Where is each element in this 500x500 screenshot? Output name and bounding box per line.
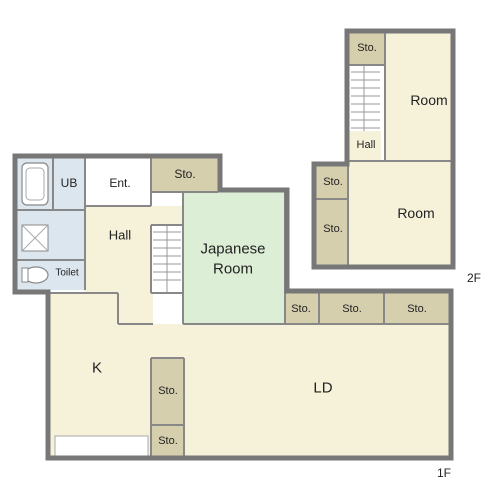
room-2f-lower [349,161,451,265]
storage-1f-ld-1 [151,358,184,424]
floor-1: UB Toilet Ent. Sto. Hall Japanese Room K… [12,153,454,480]
storage-1f-r2 [319,293,384,324]
room-2f-upper [385,33,451,161]
toilet-tank [21,267,29,283]
storage-1f-r3 [384,293,449,324]
toilet-label: Toilet [55,268,79,279]
hall-2f [349,131,381,161]
stairs-1f-treads [153,225,181,293]
japanese-room-label-line1: Japanese [200,241,265,258]
storage-2f-left-top [316,166,348,198]
unit-bath-label: UB [61,176,78,190]
storage-2f-left-bottom [316,200,348,265]
storage-2f-top [349,33,385,65]
entrance [85,158,151,206]
storage-1f-r3-label: Sto. [407,303,427,315]
storage-1f-r2-label: Sto. [342,303,362,315]
unit-bath [53,158,85,210]
storage-2f-top-label: Sto. [357,42,377,54]
storage-1f-ld-2-label: Sto. [158,435,178,447]
storage-1f-top [151,158,218,192]
entrance-label: Ent. [109,176,130,190]
storage-2f-left-top-label: Sto. [323,176,343,188]
room-2f-lower-label: Room [397,205,434,221]
kitchen-counter [54,435,149,457]
storage-2f-left-bottom-label: Sto. [323,223,343,235]
hall-1f-label: Hall [109,228,132,243]
bathtub-icon [21,162,49,206]
wall-1f-outline [12,153,454,461]
storage-1f-r1-label: Sto. [291,303,311,315]
living-dining [153,324,449,456]
stairs-2f-treads [351,65,380,131]
floor-2: Sto. Hall Room Room Sto. Sto. 2F [311,28,481,285]
storage-1f-ld-2 [151,426,184,456]
storage-1f-r1 [285,293,319,324]
hall-2f-label: Hall [357,139,376,151]
japanese-room-label-line2: Room [213,261,253,278]
kitchen-label: K [92,360,102,377]
bathtub-inner [25,167,45,201]
wall-2f-outline [311,28,456,270]
japanese-room [183,192,285,324]
storage-1f-ld-1-label: Sto. [158,385,178,397]
kitchen [50,293,153,456]
storage-1f-top-label: Sto. [174,167,195,181]
room-2f-upper-label: Room [410,92,447,108]
floor-2f-label: 2F [467,271,481,285]
floor-1f-label: 1F [437,466,451,480]
shower-pan-diag-2 [21,224,49,252]
stairs-2f [349,65,381,131]
living-dining-label: LD [313,380,332,397]
